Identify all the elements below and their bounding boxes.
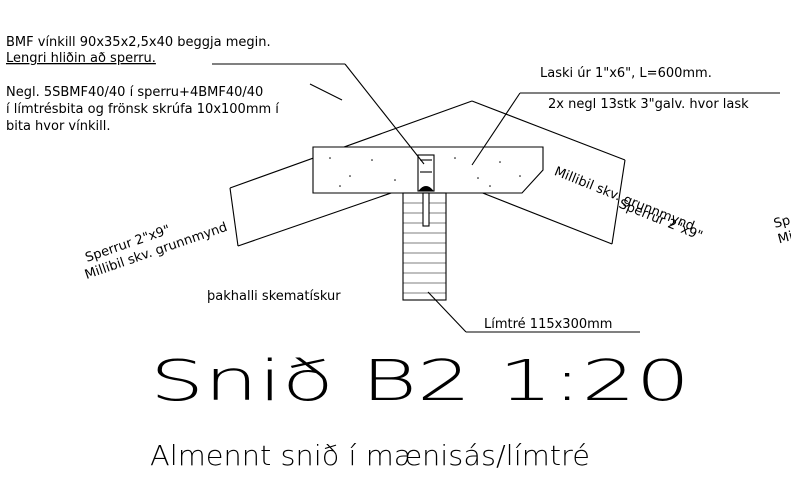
angle-bracket (417, 154, 435, 192)
edge-label-2: Mi (776, 229, 791, 247)
laski-note-line2: 2x negl 13stk 3"galv. hvor lask (548, 97, 749, 112)
schematic-note: þakhalli skematískur (207, 289, 341, 304)
nail-note-line2: í límtrésbita og frönsk skrúfa 10x100mm … (6, 102, 279, 117)
glulam-beam (402, 192, 447, 301)
glulam-label: Límtré 115x300mm (484, 317, 612, 332)
laski-note-line1: Laski úr 1"x6", L=600mm. (540, 66, 712, 81)
nail-note-line3: bita hvor vínkill. (6, 119, 110, 134)
section-title: Snið B2 1:20 (150, 349, 690, 414)
leader-lines (212, 63, 780, 333)
nail-note-line1: Negl. 5SBMF40/40 í sperru+4BMF40/40 (6, 85, 263, 100)
sperrur-right-spacing: Millibil skv. grunnmynd (552, 164, 696, 234)
section-subtitle: Almennt snið í mænisás/límtré (150, 439, 590, 472)
edge-label-1: Sp (772, 213, 791, 232)
bracket-note-line1: BMF vínkill 90x35x2,5x40 beggja megin. (6, 35, 271, 50)
bracket-note-line2: Lengri hliðin að sperru. (6, 51, 156, 66)
right-rafter (469, 100, 626, 245)
